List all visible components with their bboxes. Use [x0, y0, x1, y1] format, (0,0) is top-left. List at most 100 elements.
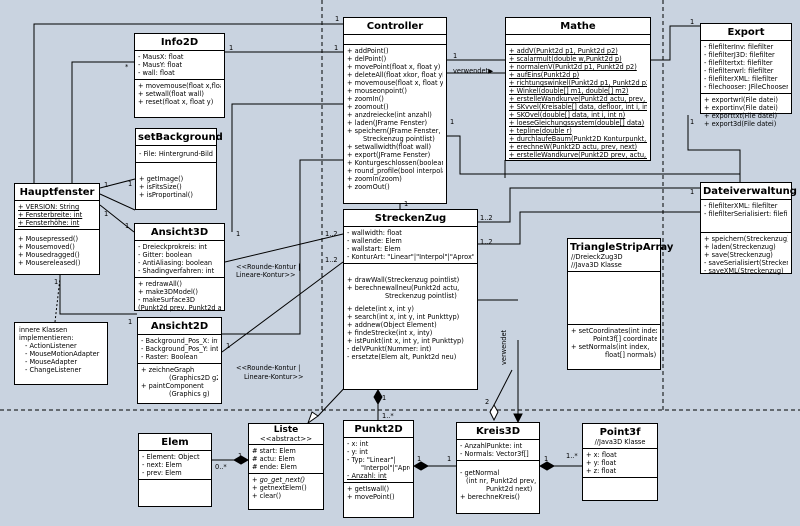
class-hauptfenster[interactable]: Hauptfenster + VERSION: String + Fenster…	[14, 183, 100, 275]
association-label-kontur: Lineare-Kontur>>	[244, 373, 304, 381]
association-label-verwendet: verwendet▶	[453, 67, 494, 75]
class-trianglestriparray-title: TriangleStripArray	[570, 242, 674, 253]
class-liste-methods: + go_get_next() + getnextElem() + clear(…	[249, 474, 323, 502]
method: (Graphics g)	[169, 390, 210, 398]
note-line: - ChangeListener	[25, 366, 82, 374]
method: + addPoint()	[347, 47, 389, 55]
association-label-kontur: <<Rounde-Kontur |	[236, 263, 301, 271]
multiplicity-label: 1..2	[480, 238, 493, 246]
class-ansicht3d[interactable]: Ansicht3D - Dreieckprokreis: int - Gitte…	[134, 223, 225, 314]
multiplicity-label: 1..2	[325, 230, 338, 238]
class-kreis3d-methods: - getNormal (int nr, Punkt2d prev, Punkt…	[457, 461, 539, 503]
multiplicity-label: 1	[690, 188, 695, 196]
multiplicity-label: 1	[226, 342, 231, 350]
attribute: - filefiltertxt: filefilter	[704, 59, 773, 67]
attribute: - KonturArt: "Linear"|"Interpol"|"Aprox"	[347, 253, 474, 261]
multiplicity-label: 1	[104, 181, 109, 189]
class-hauptfenster-methods: + Mousepressed() + Mousemoved() + Moused…	[15, 230, 99, 269]
multiplicity-label: 1	[382, 394, 387, 402]
method: + getImage()	[139, 175, 184, 183]
multiplicity-label: 1	[690, 118, 695, 126]
class-ansicht2d[interactable]: Ansicht2D - Background_Pos_X: int - Back…	[137, 317, 222, 404]
method: + addV(Punkt2d p1, Punkt2d p2)	[509, 47, 618, 55]
class-export-title: Export	[701, 24, 791, 41]
attribute: + z: float	[586, 467, 617, 475]
class-ansicht3d-methods: + redrawAll() + make3DModel() - makeSurf…	[135, 278, 224, 314]
class-punkt2d[interactable]: Punkt2D - x: int - y: int - Typ: "Linear…	[343, 420, 414, 518]
attribute: - Anzahl: int	[347, 472, 387, 480]
attribute: - AntiAliasing: boolean	[138, 259, 213, 267]
method: (Punkt2d prev, Punkt2d actu	[138, 304, 221, 312]
note-inner-classes: innere Klassen implementieren: - ActionL…	[14, 322, 108, 385]
method: - delVPunkt(Nummer: int)	[347, 345, 432, 353]
note-line: - MouseMotionAdapter	[25, 350, 100, 358]
method: + loeseGleichungssystem(double[] data)	[509, 119, 645, 127]
attribute: "Interpol"|"Aprox"	[361, 464, 410, 472]
attribute: - filechooser: JFileChooser	[704, 83, 788, 91]
method: + speichern(JFrame Fenster,	[347, 127, 441, 135]
class-punkt2d-title: Punkt2D	[344, 421, 413, 438]
method: + movemouse(float x, float y)	[347, 79, 443, 87]
multiplicity-label: 1..*	[382, 412, 394, 420]
class-info2d[interactable]: Info2D - MausX: float - MausY: float - w…	[134, 33, 225, 118]
attribute: + Fensterbreite: int	[18, 211, 83, 219]
attribute: - Dreieckprokreis: int	[138, 243, 207, 251]
class-liste[interactable]: Liste <<abstract>> # start: Elem # actu:…	[248, 423, 324, 510]
method: + delete(int x, int y)	[347, 305, 414, 313]
method: + paintComponent	[141, 382, 204, 390]
method: Punkt2d next)	[486, 485, 533, 493]
method: + reset(float x, float y)	[138, 98, 214, 106]
method: (int nr, Punkt2d prev,	[466, 477, 536, 485]
method: float[] normals)	[605, 351, 657, 359]
class-mathe[interactable]: Mathe + addV(Punkt2d p1, Punkt2d p2) + s…	[505, 17, 651, 161]
class-elem-attrs: - Element: Object - next: Elem - prev: E…	[139, 451, 211, 480]
method: + go_get_next()	[252, 476, 306, 484]
stereotype-comment: //Java3D Klasse	[594, 438, 646, 446]
association-label-kontur: <<Rounde-Kontur |	[236, 364, 301, 372]
class-controller[interactable]: Controller + addPoint() + delPoint() + m…	[343, 17, 447, 204]
attribute: - wallstart: Elem	[347, 245, 401, 253]
attribute: - filefilterXML: filefilter	[704, 75, 778, 83]
class-dateiverwaltung[interactable]: Dateiverwaltung - filefilterXML: filefil…	[700, 182, 797, 275]
method: + durchlaufeBaum(Punkt2D Konturpunkt, v1…	[509, 135, 647, 143]
method: + zeichneGraph	[141, 366, 195, 374]
method: + clear()	[252, 492, 282, 500]
class-dateiverwaltung-title: Dateiverwaltung	[701, 183, 797, 200]
class-point3f-subtitle: //Java3D Klasse	[583, 438, 657, 449]
attribute: - MausX: float	[138, 53, 184, 61]
class-punkt2d-methods: + getIswall() + movePoint()	[344, 483, 413, 503]
class-setbackground[interactable]: setBackground - File: Hintergrund-Bild +…	[135, 128, 223, 210]
class-kreis3d[interactable]: Kreis3D - AnzahlPunkte: int - Normals: V…	[456, 422, 540, 514]
attribute: - filefilterXML: filefilter	[704, 202, 778, 210]
class-streckenzug[interactable]: StreckenZug - wallwidth: float - wallend…	[343, 209, 478, 390]
method: - saveSerialisiert(Streckenzug)	[704, 259, 788, 267]
multiplicity-label: 1	[238, 452, 243, 460]
class-info2d-title: Info2D	[135, 34, 224, 51]
method: + berechneKreis()	[460, 493, 520, 501]
stereotype-comment: //DreieckZug3D	[571, 253, 623, 261]
method: Point3f[] coordinates	[593, 335, 657, 343]
class-streckenzug-methods: + drawWall(Streckenzug pointlist) + bere…	[344, 264, 477, 363]
class-streckenzug-title: StreckenZug	[344, 210, 477, 227]
attribute: - next: Elem	[142, 461, 182, 469]
attribute: # ende: Elem	[252, 463, 297, 471]
attribute: - Normals: Vector3f[]	[460, 450, 529, 458]
class-controller-title: Controller	[344, 18, 446, 35]
attribute: # start: Elem	[252, 447, 296, 455]
note-line: - ActionListener	[25, 342, 77, 350]
class-trianglestriparray-methods: + setCoordinates(int index Point3f[] coo…	[568, 325, 660, 361]
method: (Graphics2D g2)	[169, 374, 218, 382]
method: + zoomout()	[347, 103, 389, 111]
multiplicity-label: 1..2	[480, 214, 493, 222]
attribute: # actu: Elem	[252, 455, 295, 463]
class-export[interactable]: Export - filefilterInv: filefilter - fil…	[700, 23, 792, 128]
method: + erstelleWandkurve(Punkt2d actu, prev, …	[509, 95, 647, 103]
class-elem[interactable]: Elem - Element: Object - next: Elem - pr…	[138, 433, 212, 507]
class-point3f[interactable]: Point3f //Java3D Klasse + x: float + y: …	[582, 423, 658, 501]
association-label-verwendet-vertical: verwendet	[500, 329, 508, 365]
attribute: - filefilterInv: filefilter	[704, 43, 774, 51]
attribute: - wall: float	[138, 69, 175, 77]
class-ansicht2d-attrs: - Background_Pos_X: int - Background_Pos…	[138, 335, 221, 364]
class-trianglestriparray[interactable]: TriangleStripArray //DreieckZug3D //Java…	[567, 238, 674, 370]
attribute: - Shadingverfahren: int	[138, 267, 215, 275]
